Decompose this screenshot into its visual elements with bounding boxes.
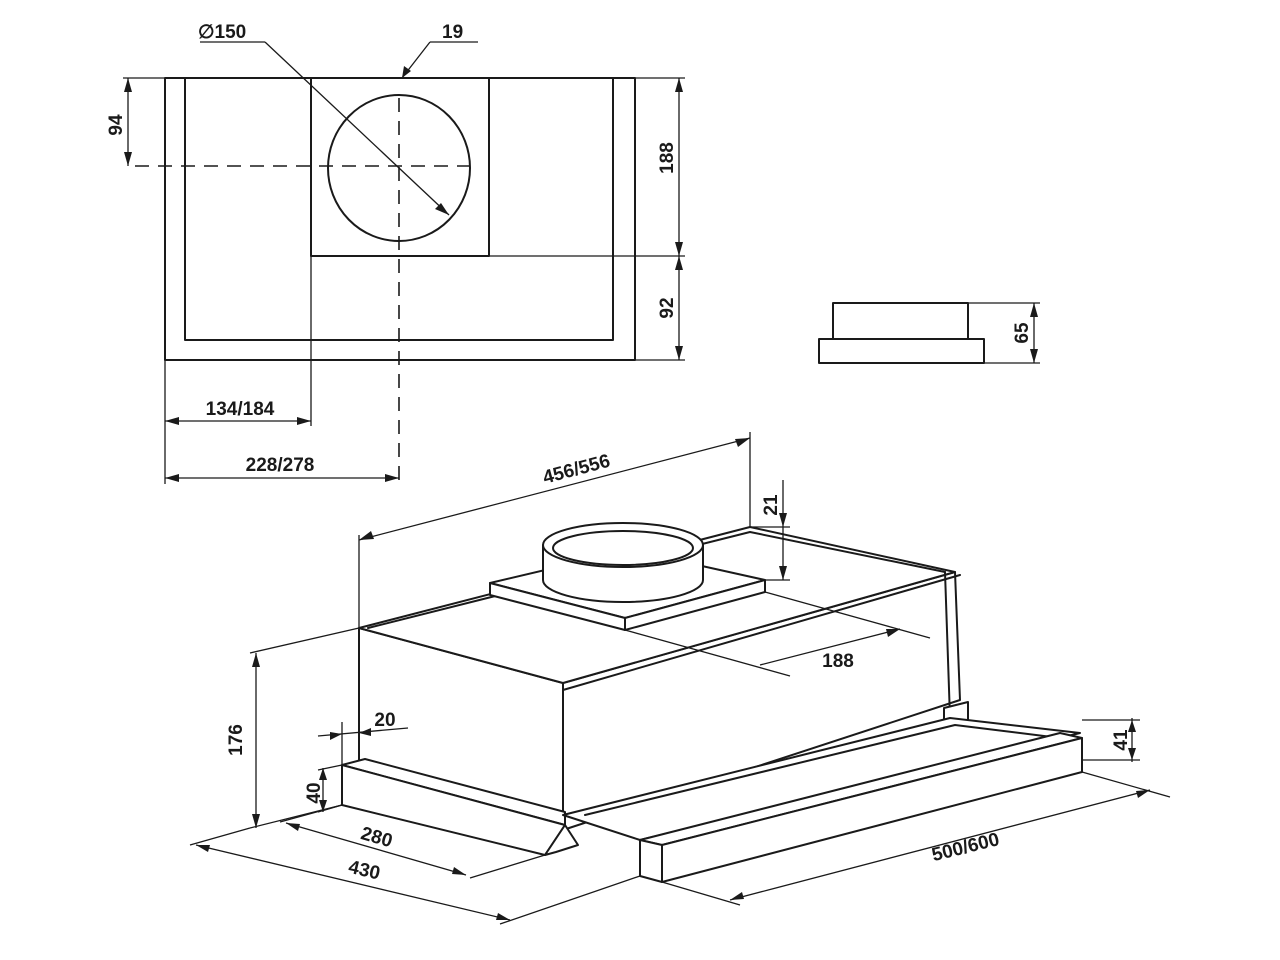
top-view bbox=[123, 41, 685, 484]
dim-94-arrow-bottom bbox=[124, 152, 132, 166]
dim-92-arrow-top bbox=[675, 256, 683, 270]
dim-228-arrow-left bbox=[165, 474, 179, 482]
dim-40-arrow-bottom bbox=[319, 800, 327, 812]
dim-228-arrow-right bbox=[385, 474, 399, 482]
dim-41-arrow-top bbox=[1128, 720, 1136, 732]
label-top-offset: 19 bbox=[442, 22, 463, 43]
dim-176-arrow-bottom bbox=[252, 814, 260, 828]
dim-430-arrow-left bbox=[196, 845, 210, 852]
dim-280-line bbox=[285, 822, 467, 876]
label-side-offset: 20 bbox=[374, 710, 395, 731]
dim-280-arrow-left bbox=[286, 823, 300, 831]
top-view-outer-frame bbox=[164, 77, 636, 361]
iso-collar-inner bbox=[552, 530, 694, 566]
top-view-inner-frame bbox=[184, 77, 614, 341]
dim-456-arrow-right bbox=[735, 438, 750, 447]
diameter-arrow bbox=[435, 203, 449, 215]
dim-176-arrow-top bbox=[252, 653, 260, 667]
dim-94-arrow-top bbox=[124, 78, 132, 92]
dim-430-ext-left bbox=[189, 827, 251, 846]
dim-65-arrow-top bbox=[1030, 303, 1038, 317]
dim-92-arrow-bottom bbox=[675, 346, 683, 360]
dim-500-line bbox=[729, 789, 1151, 901]
label-flange-depth: 188 bbox=[822, 651, 854, 672]
dim-456-line bbox=[358, 437, 751, 541]
dim-188-iso-line bbox=[759, 628, 901, 666]
label-duct-diameter: ∅150 bbox=[198, 22, 246, 43]
dim-430-ext-right bbox=[499, 875, 641, 925]
dim-40-arrow-top bbox=[319, 768, 327, 780]
dim-280-arrow-right bbox=[452, 867, 466, 875]
dim-176-ext-top bbox=[249, 627, 360, 654]
label-panel-width: 500/600 bbox=[930, 829, 1002, 866]
offset-19-arrow bbox=[402, 66, 411, 78]
iso-tray-inner bbox=[584, 724, 1061, 816]
dim-500-arrow-right bbox=[1136, 790, 1150, 798]
label-collar-height: 21 bbox=[761, 494, 782, 516]
label-base-height: 40 bbox=[304, 782, 325, 803]
dim-20-arrow-right bbox=[359, 728, 371, 736]
iso-tray-top bbox=[562, 717, 1081, 841]
dim-430-arrow-right bbox=[496, 913, 510, 920]
dim-280-ext-right bbox=[469, 854, 546, 879]
iso-top-front-rim bbox=[562, 574, 961, 691]
iso-back-edge bbox=[944, 571, 951, 719]
dim-500-arrow-left bbox=[730, 892, 744, 900]
dim-21-arrow-bottom bbox=[779, 566, 787, 580]
dim-188-iso-arrow bbox=[886, 629, 900, 637]
dim-21-arrow-top bbox=[779, 513, 787, 527]
label-left-depth: 94 bbox=[106, 114, 127, 136]
dim-500-ext-left bbox=[661, 881, 741, 906]
iso-view bbox=[189, 432, 1171, 925]
diameter-leader bbox=[264, 41, 450, 216]
dim-500-ext-right bbox=[1081, 771, 1171, 798]
dim-41-arrow-bottom bbox=[1128, 748, 1136, 760]
dim-20-arrow-left bbox=[330, 732, 342, 740]
label-front-height: 41 bbox=[1111, 729, 1132, 751]
dim-188-arrow-top bbox=[675, 78, 683, 92]
dim-188-iso-ext-bottom bbox=[624, 629, 791, 677]
side-view-body bbox=[832, 302, 969, 340]
label-depth-inner: 280 bbox=[358, 823, 394, 852]
dim-188-arrow-bottom bbox=[675, 242, 683, 256]
iso-collar-top bbox=[542, 522, 704, 568]
dim-280-ext-left bbox=[279, 804, 343, 823]
dim-188-iso-ext-top bbox=[764, 591, 931, 639]
side-view-visor bbox=[818, 338, 985, 364]
label-depth-outer: 430 bbox=[346, 857, 382, 885]
dim-134-arrow-left bbox=[165, 417, 179, 425]
label-body-height: 176 bbox=[226, 724, 247, 756]
dim-40-ext-top bbox=[317, 764, 343, 771]
label-width-to-flange: 134/184 bbox=[206, 399, 275, 420]
iso-base-corner bbox=[544, 824, 579, 856]
top-view-duct-flange bbox=[310, 77, 490, 257]
dim-134-arrow-right bbox=[297, 417, 311, 425]
label-right-bottom-depth: 92 bbox=[657, 297, 678, 318]
dim-65-arrow-bottom bbox=[1030, 349, 1038, 363]
dim-456-arrow-left bbox=[359, 531, 374, 540]
side-view bbox=[818, 302, 1040, 364]
label-visor-height: 65 bbox=[1012, 322, 1033, 344]
label-right-top-depth: 188 bbox=[657, 142, 678, 174]
iso-visor-end bbox=[639, 839, 663, 883]
label-width-to-center: 228/278 bbox=[246, 455, 315, 476]
dim-430-line bbox=[195, 844, 511, 921]
